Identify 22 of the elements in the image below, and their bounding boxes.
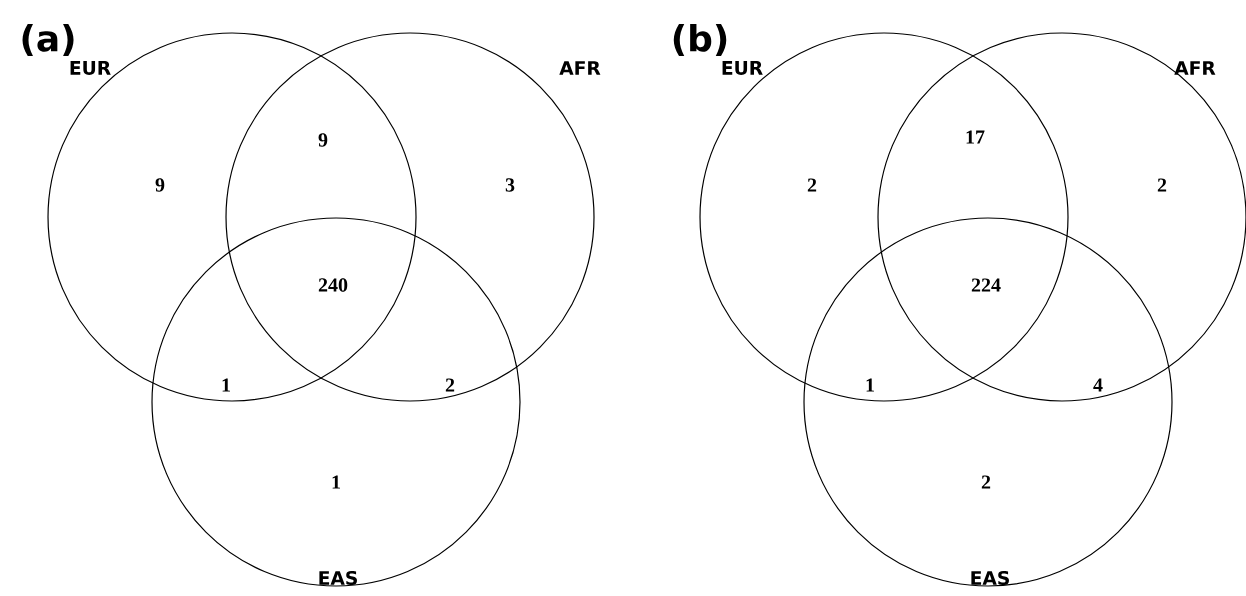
region-count: 17 <box>966 130 985 144</box>
set-label: AFR <box>559 61 601 75</box>
region-count: 1 <box>332 475 340 489</box>
region-count: 224 <box>971 278 1001 292</box>
set-label: EUR <box>722 61 763 75</box>
region-count: 2 <box>807 178 817 192</box>
region-count: 4 <box>1093 378 1103 392</box>
set-label: EAS <box>319 570 357 586</box>
region-count: 2 <box>1157 178 1167 192</box>
panel-label: (a) <box>22 23 74 57</box>
region-count: 1 <box>866 378 874 392</box>
region-count: 1 <box>222 378 230 392</box>
set-label: EUR <box>70 61 111 75</box>
region-count: 2 <box>445 378 455 392</box>
region-count: 9 <box>318 133 328 147</box>
region-count: 9 <box>155 178 165 192</box>
panel-label: (b) <box>673 23 727 57</box>
region-count: 240 <box>318 278 348 292</box>
region-count: 2 <box>981 475 991 489</box>
set-label: AFR <box>1174 61 1216 75</box>
region-count: 3 <box>505 178 515 192</box>
set-label: EAS <box>971 570 1009 586</box>
